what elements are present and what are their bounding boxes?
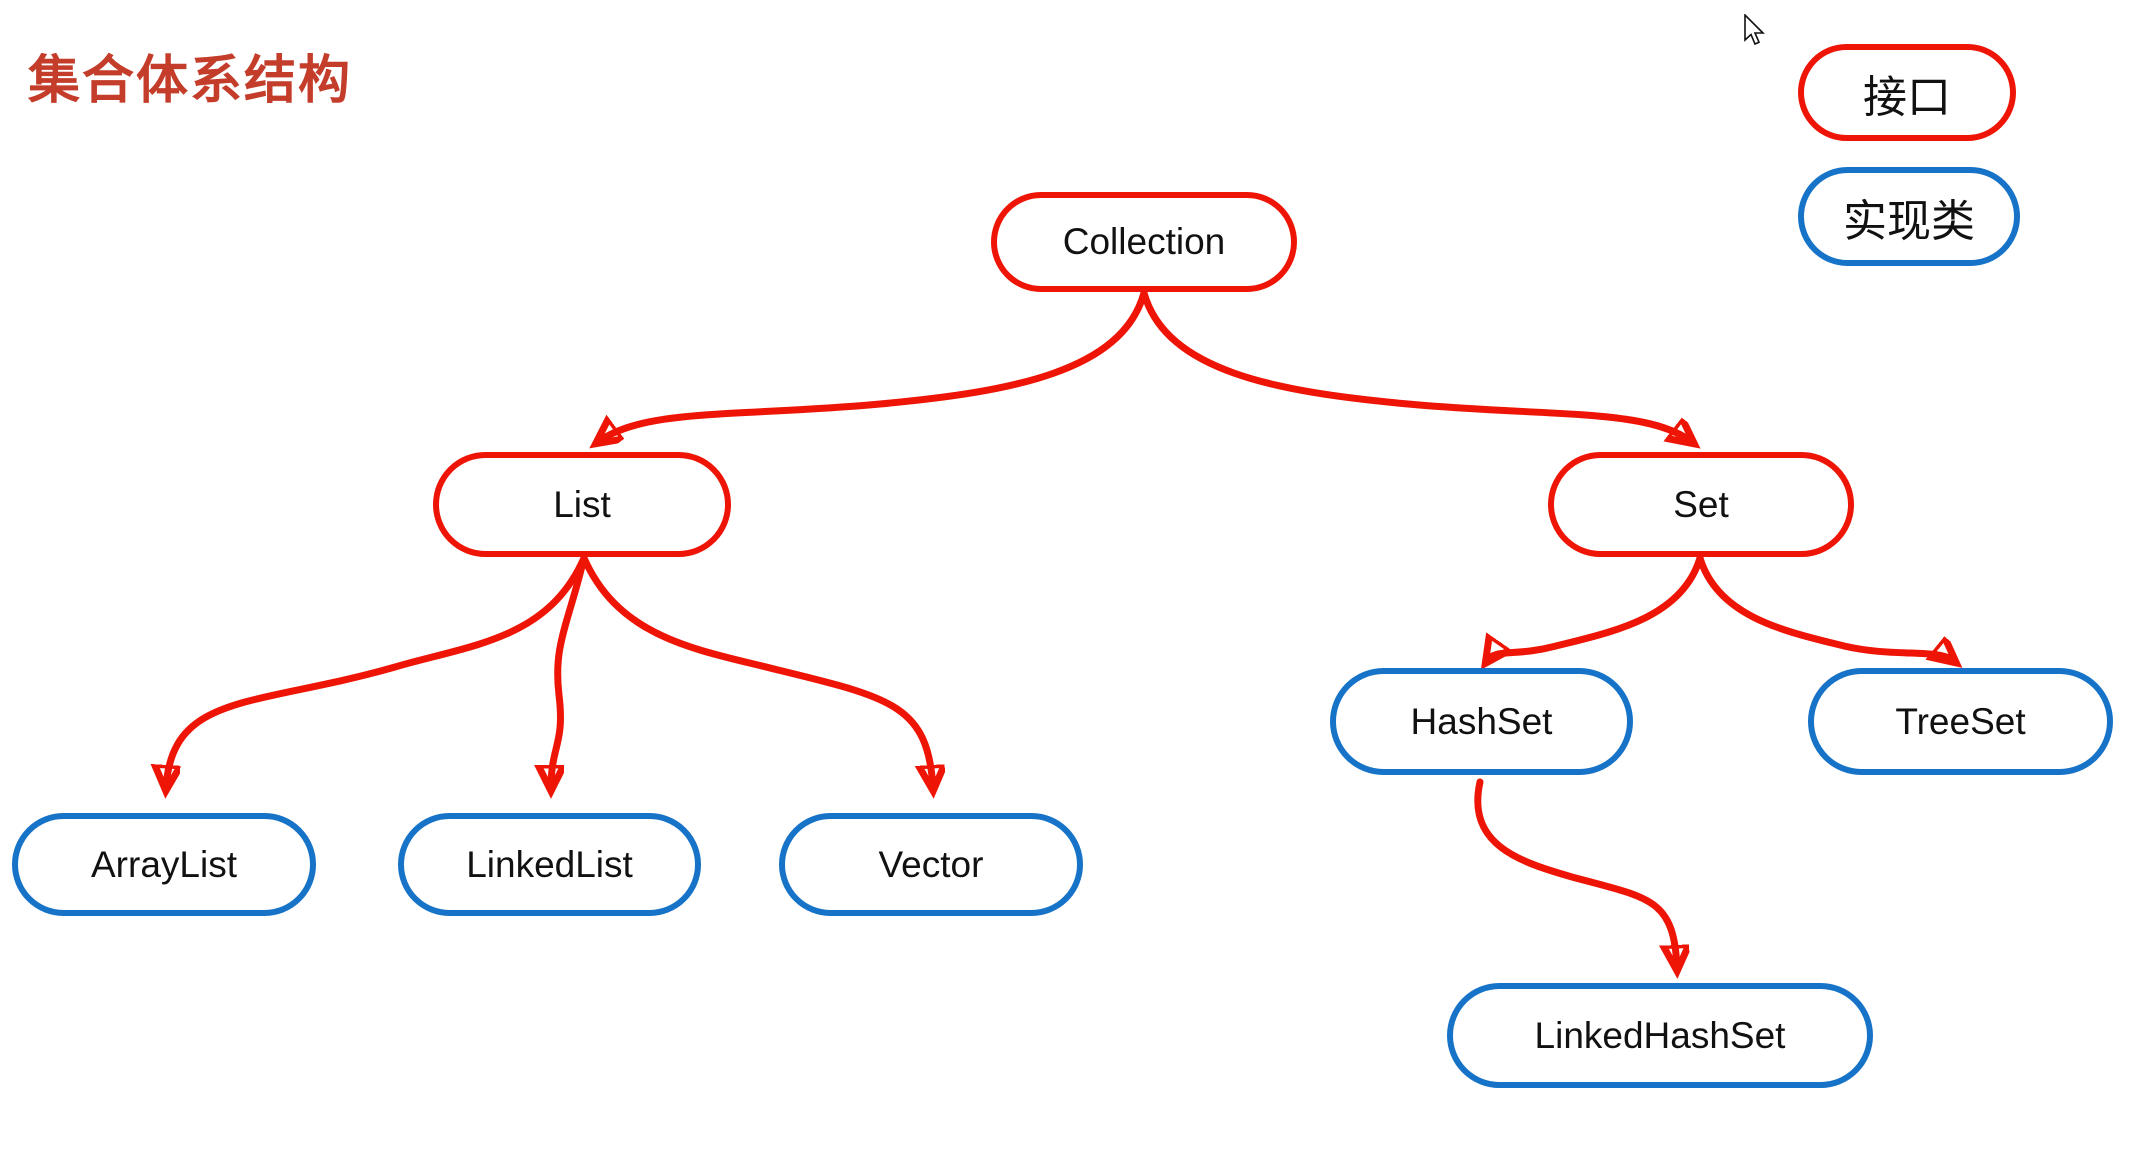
node-hashset[interactable]: HashSet: [1330, 668, 1633, 775]
node-list-label: List: [553, 483, 611, 525]
node-treeset[interactable]: TreeSet: [1808, 668, 2113, 775]
node-set[interactable]: Set: [1548, 452, 1854, 557]
node-vector-label: Vector: [878, 843, 984, 885]
node-set-label: Set: [1673, 483, 1729, 525]
edge-set-hashset: [1487, 554, 1704, 661]
edge-list-arraylist: [166, 554, 588, 788]
edge-collection-set: [1140, 289, 1692, 442]
node-arraylist[interactable]: ArrayList: [12, 813, 316, 916]
edge-list-linkedlist: [551, 554, 588, 788]
node-vector[interactable]: Vector: [779, 813, 1083, 916]
legend-impl-pill[interactable]: 实现类: [1798, 167, 2020, 266]
legend-interface-label: 接口: [1863, 72, 1951, 122]
edge-set-treeset: [1696, 554, 1954, 661]
edge-collection-list: [598, 289, 1148, 442]
node-linkedlist[interactable]: LinkedList: [398, 813, 701, 916]
node-arraylist-label: ArrayList: [91, 843, 237, 885]
mouse-cursor-icon: [1744, 14, 1765, 46]
node-linkedlist-label: LinkedList: [466, 843, 633, 885]
edge-hashset-linkedhashset: [1474, 778, 1677, 968]
node-collection[interactable]: Collection: [991, 192, 1297, 292]
node-list[interactable]: List: [433, 452, 731, 557]
edge-list-vector: [580, 554, 933, 788]
legend-impl-label: 实现类: [1843, 196, 1975, 246]
node-linkedhashset-label: LinkedHashSet: [1534, 1014, 1786, 1056]
node-hashset-label: HashSet: [1410, 700, 1553, 742]
node-linkedhashset[interactable]: LinkedHashSet: [1447, 983, 1873, 1088]
node-collection-label: Collection: [1062, 221, 1226, 262]
node-treeset-label: TreeSet: [1895, 700, 2026, 742]
page-title: 集合体系结构: [28, 52, 353, 110]
legend-interface-pill[interactable]: 接口: [1798, 44, 2016, 141]
